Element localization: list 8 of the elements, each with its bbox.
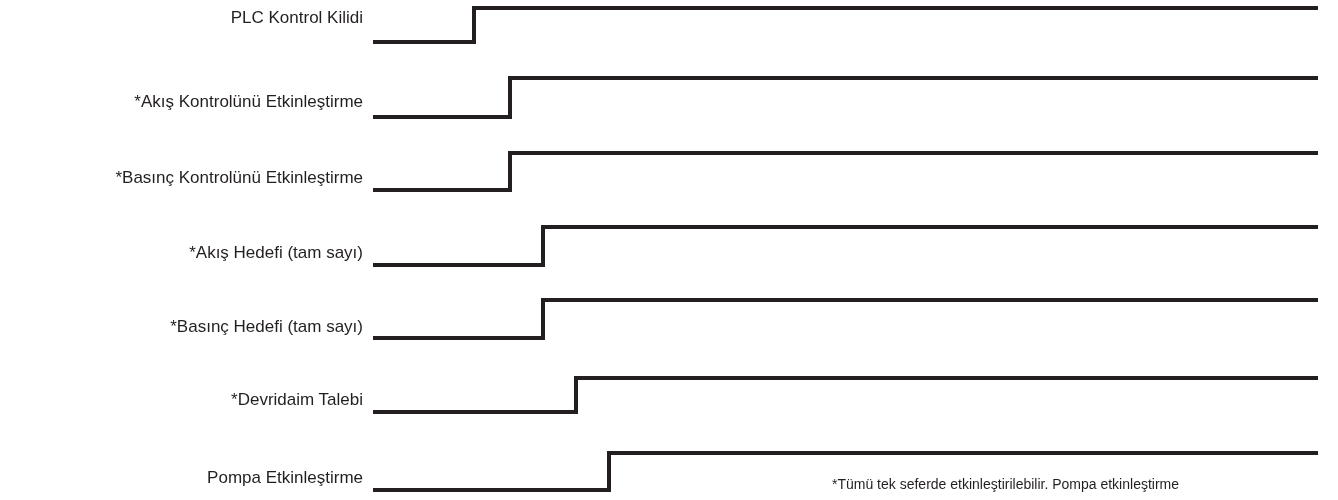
signal-label: PLC Kontrol Kilidi (230, 8, 363, 28)
signal-label: *Akış Hedefi (tam sayı) (189, 243, 363, 263)
signal-label: *Basınç Hedefi (tam sayı) (170, 317, 363, 337)
signal-label: Pompa Etkinleştirme (207, 468, 363, 488)
signal-label: *Devridaim Talebi (231, 390, 363, 410)
footnote: *Tümü tek seferde etkinleştirilebilir. Pompa etkinleştirme (832, 475, 1180, 494)
signal-label: *Basınç Kontrolünü Etkinleştirme (115, 168, 363, 188)
signal-label: *Akış Kontrolünü Etkinleştirme (134, 92, 363, 112)
